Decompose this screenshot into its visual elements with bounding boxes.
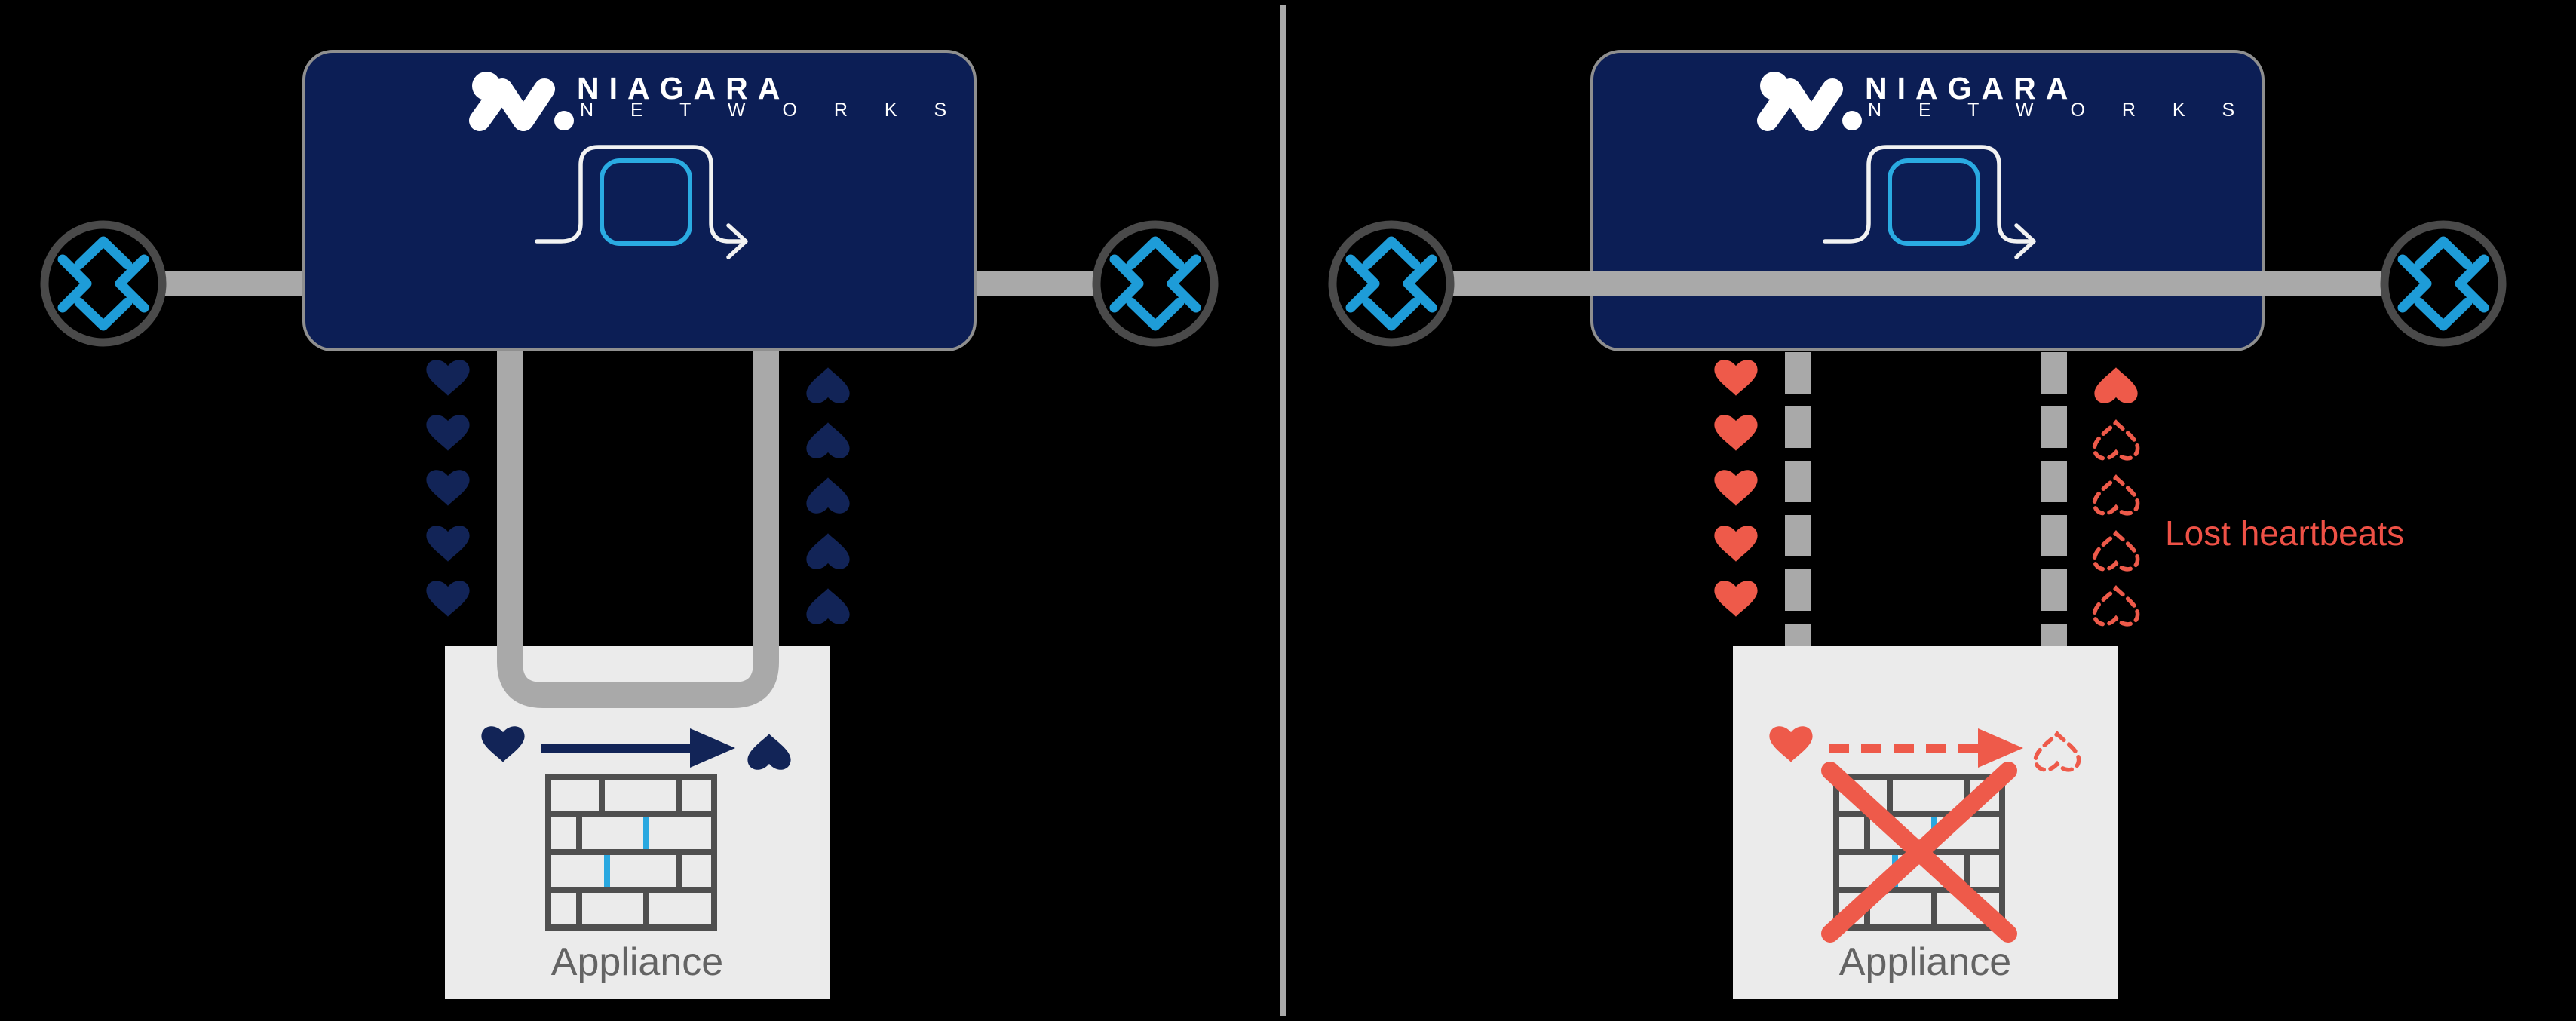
bypass-device-box [302, 50, 977, 351]
lost-heartbeat-icon [2094, 533, 2137, 569]
heartbeat-icon [1714, 470, 1758, 506]
heartbeats-down-column [1714, 360, 1758, 617]
lost-heartbeat-icon [2094, 477, 2137, 513]
heartbeat-icon-returned [806, 367, 850, 403]
router-icon-right [1096, 225, 1214, 342]
flow-arrow-head [690, 728, 735, 768]
heartbeat-icon [1714, 415, 1758, 451]
heartbeats-down-column [426, 360, 470, 617]
heartbeat-icon-returned [806, 422, 850, 458]
panel-appliance-failure: NIAGARA N E T W O R K S Appliance Lost h… [1288, 0, 2576, 1021]
lost-heartbeat-icon [2094, 422, 2137, 458]
bypass-device-box [1590, 50, 2265, 351]
heartbeat-icon-returned [806, 477, 850, 514]
heartbeat-icon [426, 581, 470, 617]
router-icon-left [1332, 225, 1450, 342]
appliance-heartbeat-flow [481, 726, 791, 770]
heartbeat-icon [426, 526, 470, 562]
heartbeat-icon [1714, 360, 1758, 396]
heartbeats-up-column [806, 367, 850, 624]
heartbeat-icon [1714, 526, 1758, 562]
heartbeat-icon [1714, 581, 1758, 617]
panel-normal-operation: NIAGARA N E T W O R K S Appliance [0, 50, 1288, 999]
appliance-box [1733, 646, 2118, 999]
appliance-label: Appliance [550, 940, 724, 984]
heartbeats-lost-column [2094, 367, 2137, 624]
heartbeat-icon-returned [806, 588, 850, 624]
heartbeat-icon [426, 360, 470, 396]
lost-heartbeat-icon [2094, 588, 2137, 624]
failed-appliance-x-icon [1821, 762, 2017, 943]
appliance-heartbeat-flow [1769, 726, 2078, 770]
heartbeat-icon [426, 415, 470, 451]
heartbeat-icon-returned [2094, 367, 2138, 403]
router-icon-left [44, 225, 162, 342]
flow-arrow-head [1978, 728, 2023, 768]
lost-heartbeats-label: Lost heartbeats [2165, 514, 2405, 553]
appliance-label: Appliance [1838, 940, 2012, 984]
panel-divider [1280, 5, 1286, 1016]
heartbeat-icon-returned [806, 533, 850, 569]
traffic-pipe-u-through-appliance [497, 339, 779, 708]
router-icon-right [2384, 225, 2502, 342]
heartbeat-icon [426, 470, 470, 506]
